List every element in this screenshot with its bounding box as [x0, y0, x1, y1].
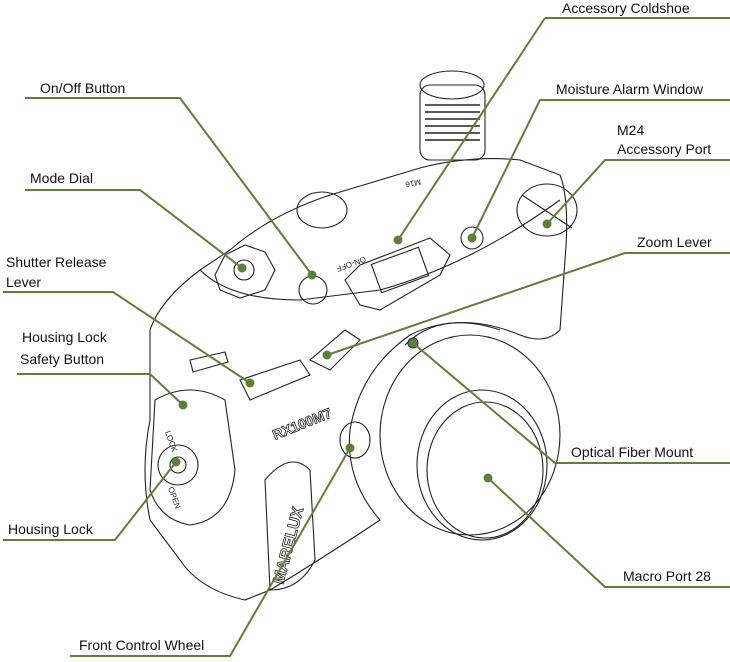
open-marking: OPEN: [166, 486, 182, 511]
label-safety-line1: Housing Lock: [22, 329, 107, 345]
port-marking: M16: [404, 177, 421, 189]
brand-marking: MARELUX: [270, 505, 307, 586]
model-marking: RX100M7: [270, 405, 334, 443]
label-shutter-line1: Shutter Release: [6, 254, 107, 270]
label-zoom-lever: Zoom Lever: [637, 234, 712, 250]
label-accessory-coldshoe: Accessory Coldshoe: [562, 0, 690, 16]
label-macro-port: Macro Port 28: [623, 568, 711, 584]
label-mode-dial: Mode Dial: [30, 170, 94, 186]
label-housing-lock: Housing Lock: [8, 521, 93, 537]
label-shutter-line2: Lever: [6, 274, 42, 290]
leader-lines: [3, 17, 730, 657]
label-front-control-wheel: Front Control Wheel: [79, 637, 205, 653]
label-moisture-alarm-window: Moisture Alarm Window: [556, 81, 704, 97]
label-safety-line2: Safety Button: [20, 351, 105, 367]
label-m24-line2: Accessory Port: [617, 141, 712, 157]
lock-marking: LOCK: [163, 430, 179, 454]
label-m24-line1: M24: [617, 122, 645, 138]
power-marking: ON-OFF: [335, 254, 367, 273]
camera-housing-outline: [144, 70, 578, 601]
label-on-off-button: On/Off Button: [40, 80, 126, 96]
label-optical-fiber-mount: Optical Fiber Mount: [571, 444, 694, 460]
